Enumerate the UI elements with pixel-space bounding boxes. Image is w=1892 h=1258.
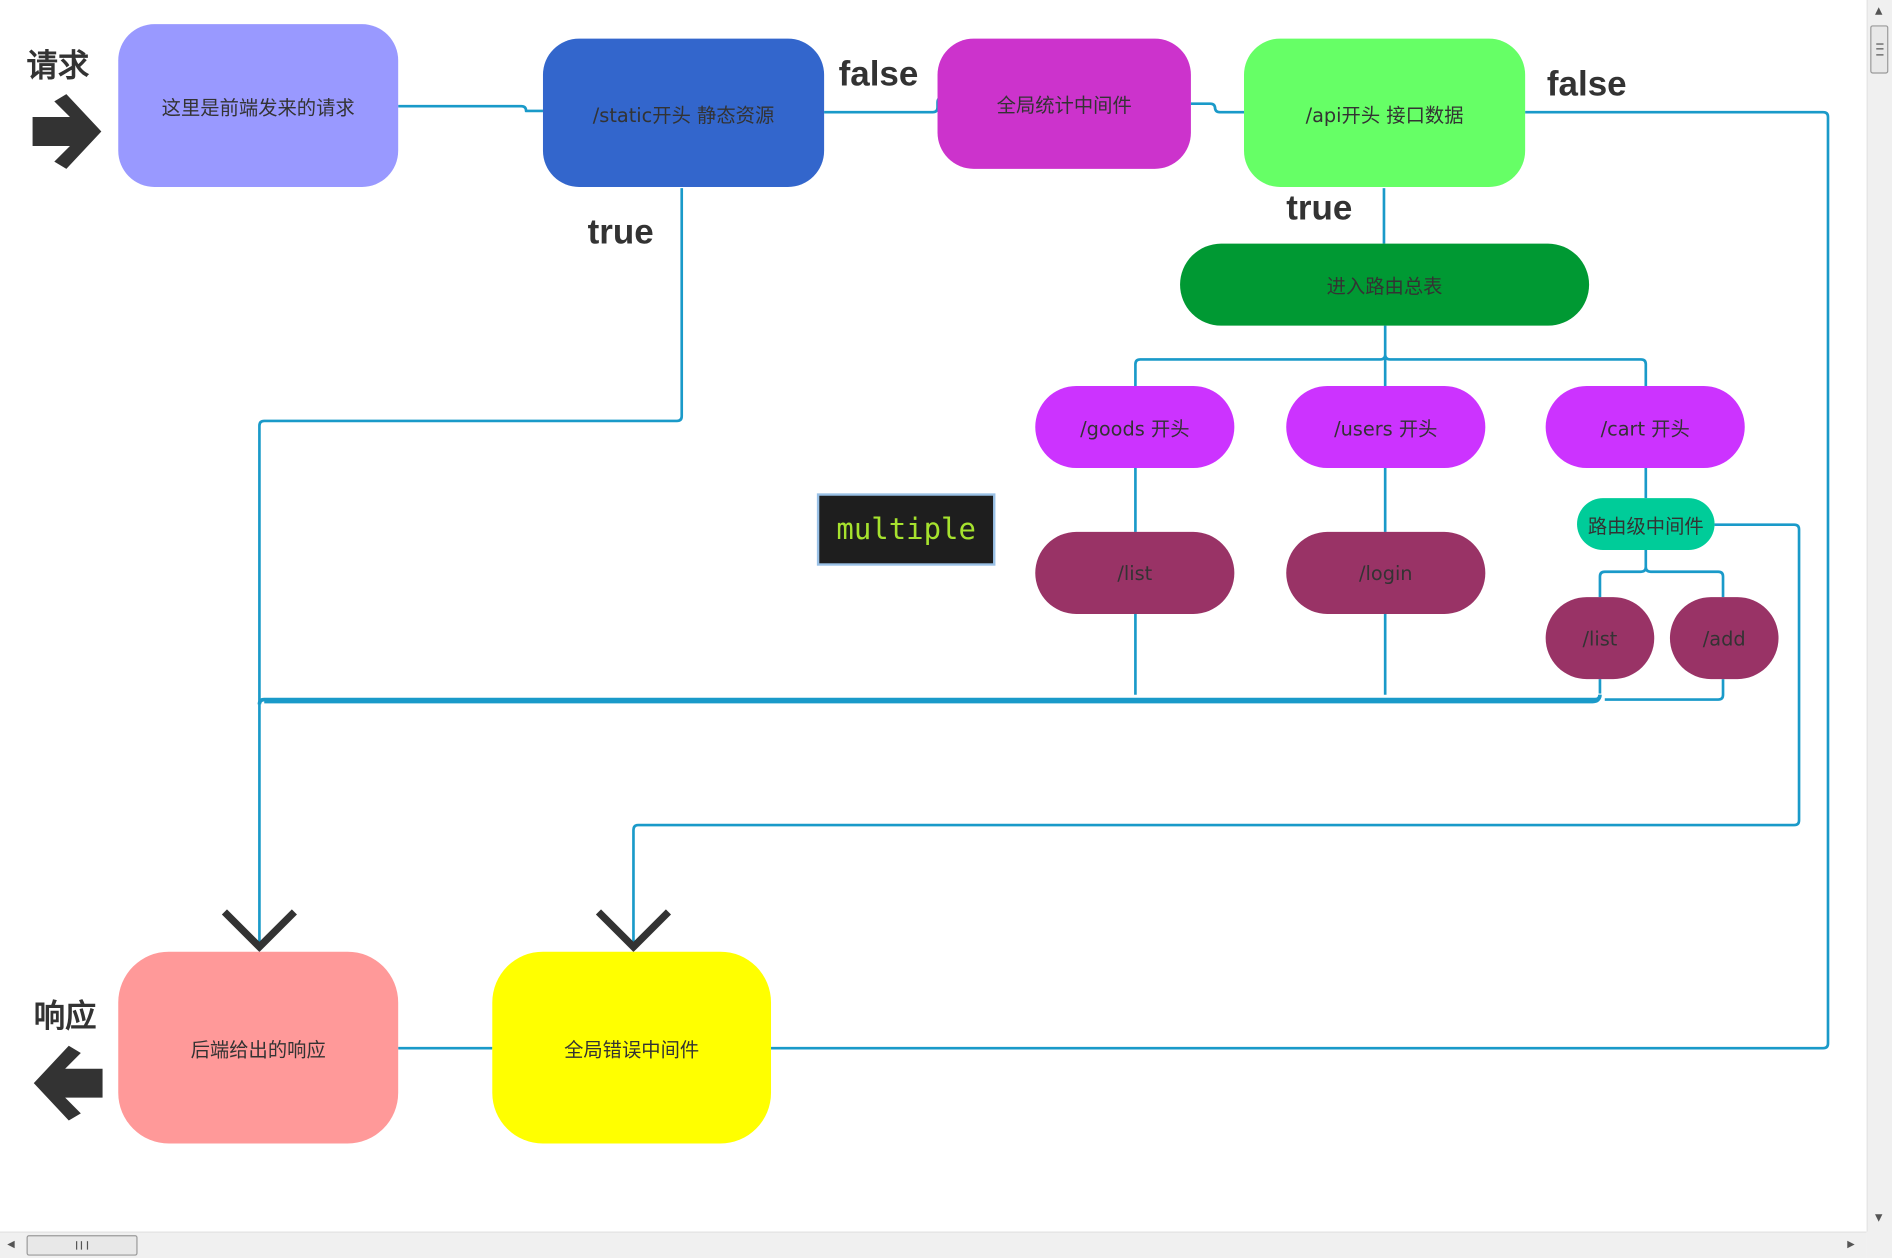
scrollbar-corner bbox=[1866, 1231, 1892, 1258]
connector-middleware-error bbox=[632, 523, 1801, 947]
goods-prefix-node[interactable]: /goods 开头 bbox=[1035, 385, 1235, 469]
scroll-up-icon[interactable]: ▲ bbox=[1875, 4, 1883, 16]
horizontal-scrollbar[interactable]: ◀ ▶ bbox=[0, 1231, 1867, 1258]
arrow-right-icon bbox=[32, 94, 102, 169]
global-stats-node[interactable]: 全局统计中间件 bbox=[937, 38, 1191, 169]
route-table-node[interactable]: 进入路由总表 bbox=[1180, 243, 1590, 326]
chevron-down-icon bbox=[595, 909, 672, 952]
vertical-scrollbar[interactable]: ▲ ▼ bbox=[1866, 0, 1892, 1232]
grip-icon bbox=[76, 1241, 89, 1250]
connector-cart-add-bus bbox=[1604, 679, 1725, 701]
node-label: 全局错误中间件 bbox=[564, 1037, 700, 1061]
connector-route-branches bbox=[1134, 325, 1648, 386]
backend-response-node[interactable]: 后端给出的响应 bbox=[118, 951, 399, 1144]
request-title: 请求 bbox=[26, 48, 90, 85]
true-label: true bbox=[587, 213, 654, 253]
scroll-right-icon[interactable]: ▶ bbox=[1847, 1238, 1855, 1250]
connector-stats-api bbox=[1190, 102, 1245, 114]
node-label: 全局统计中间件 bbox=[996, 94, 1132, 118]
node-label: /cart 开头 bbox=[1600, 417, 1690, 441]
vertical-scroll-thumb[interactable] bbox=[1870, 25, 1889, 74]
users-prefix-node[interactable]: /users 开头 bbox=[1286, 385, 1486, 469]
node-label: /goods 开头 bbox=[1080, 417, 1190, 441]
connector-middleware-children bbox=[1598, 550, 1725, 598]
node-label: /list bbox=[1582, 626, 1618, 650]
horizontal-scroll-thumb[interactable] bbox=[26, 1235, 138, 1256]
node-label: /api开头 接口数据 bbox=[1305, 103, 1464, 127]
route-middleware-node[interactable]: 路由级中间件 bbox=[1577, 498, 1715, 551]
static-prefix-node[interactable]: /static开头 静态资源 bbox=[542, 38, 825, 187]
false-label: false bbox=[838, 55, 919, 95]
node-label: /login bbox=[1359, 561, 1413, 585]
chevron-down-icon bbox=[221, 909, 297, 952]
cart-list-node[interactable]: /list bbox=[1545, 597, 1655, 680]
connector-api-error bbox=[771, 110, 1830, 1050]
scroll-left-icon[interactable]: ◀ bbox=[7, 1238, 15, 1250]
scroll-down-icon[interactable]: ▼ bbox=[1875, 1212, 1883, 1224]
global-error-node[interactable]: 全局错误中间件 bbox=[492, 951, 772, 1144]
frontend-request-node[interactable]: 这里是前端发来的请求 bbox=[118, 24, 399, 187]
cart-add-node[interactable]: /add bbox=[1669, 597, 1779, 680]
node-label: 这里是前端发来的请求 bbox=[161, 95, 355, 119]
node-label: 路由级中间件 bbox=[1587, 514, 1704, 538]
node-label: 进入路由总表 bbox=[1326, 275, 1443, 298]
node-label: /add bbox=[1702, 626, 1746, 650]
true-label: true bbox=[1286, 189, 1353, 228]
users-login-node[interactable]: /login bbox=[1286, 531, 1486, 614]
arrow-left-icon bbox=[33, 1045, 103, 1121]
connector-bus-double bbox=[264, 694, 1602, 704]
node-label: 后端给出的响应 bbox=[190, 1037, 326, 1061]
cart-prefix-node[interactable]: /cart 开头 bbox=[1545, 385, 1745, 469]
grip-icon bbox=[1876, 43, 1884, 56]
connector-request-static bbox=[398, 104, 543, 113]
node-label: /users 开头 bbox=[1334, 417, 1438, 441]
response-title: 响应 bbox=[33, 998, 97, 1035]
node-label: /static开头 静态资源 bbox=[592, 103, 775, 127]
node-label: /list bbox=[1117, 561, 1153, 585]
api-prefix-node[interactable]: /api开头 接口数据 bbox=[1244, 38, 1526, 187]
connector-static-response bbox=[258, 188, 684, 947]
false-label: false bbox=[1546, 65, 1627, 104]
multiple-label-box[interactable]: multiple bbox=[819, 495, 994, 564]
goods-list-node[interactable]: /list bbox=[1035, 531, 1235, 614]
multiple-label: multiple bbox=[836, 512, 976, 547]
connector-static-stats bbox=[824, 96, 943, 114]
